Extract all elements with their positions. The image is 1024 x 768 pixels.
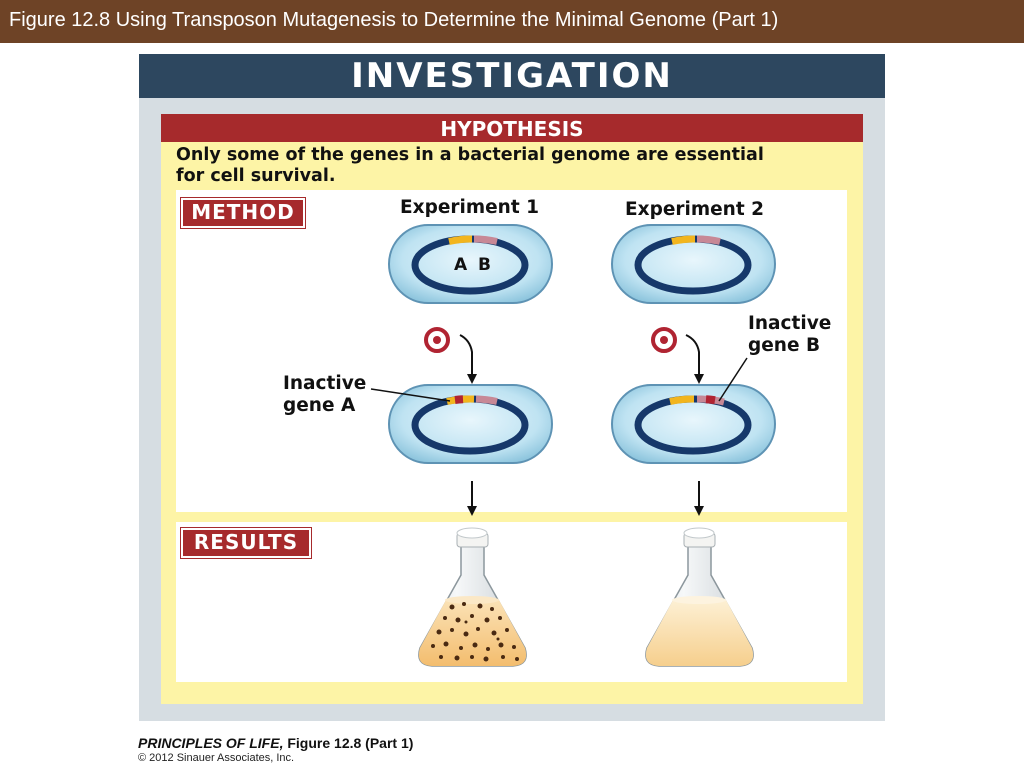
leader-line-gene-a [370,388,451,402]
results-tag: RESULTS [180,527,312,559]
slide-title: Figure 12.8 Using Transposon Mutagenesis… [9,9,779,31]
cell-exp1-before [388,224,553,304]
transposon-insert-a [454,395,464,404]
hypothesis-line-2: for cell survival. [176,166,336,186]
gene-a-label: A [454,255,468,275]
investigation-header: INVESTIGATION [139,54,885,98]
inactive-gene-b-label: Inactive gene B [748,313,831,357]
cell-exp2-before [611,224,776,304]
gene-a-segment [448,235,473,245]
gene-b-label: B [478,255,491,275]
experiment-2-title: Experiment 2 [625,199,764,220]
inactive-gene-b-line-2: gene B [748,335,821,356]
investigation-title: INVESTIGATION [351,56,673,96]
gene-b-segment [473,235,498,245]
inactive-gene-b-line-1: Inactive [748,313,832,334]
flask-exp1-growth [418,527,527,667]
flask-exp2-no-growth [645,527,754,667]
method-tag: METHOD [180,197,306,229]
book-title: PRINCIPLES OF LIFE, [138,735,284,751]
bacterial-colonies [431,602,519,662]
copyright: © 2012 Sinauer Associates, Inc. [138,752,295,764]
inactive-gene-a-label: Inactive gene A [283,373,366,417]
insert-arrow-exp1 [459,334,477,384]
figure-number: Figure 12.8 (Part 1) [283,735,414,751]
method-tag-label: METHOD [191,200,295,224]
hypothesis-text: Only some of the genes in a bacterial ge… [176,145,846,187]
results-tag-label: RESULTS [193,530,299,554]
transposon-icon-exp2 [651,327,677,353]
transposon-insert-b [705,395,716,405]
inactive-gene-a-line-1: Inactive [283,373,367,394]
result-arrow-exp2 [694,481,704,516]
cell-exp1-after [388,384,553,464]
experiment-1-title: Experiment 1 [400,197,539,218]
figure-credit: PRINCIPLES OF LIFE, Figure 12.8 (Part 1) [138,735,413,751]
insert-arrow-exp2 [685,334,704,384]
hypothesis-heading: HYPOTHESIS [440,117,584,141]
hypothesis-bar: HYPOTHESIS [161,114,863,142]
transposon-icon-exp1 [424,327,450,353]
hypothesis-line-1: Only some of the genes in a bacterial ge… [176,145,764,165]
leader-line-gene-b [718,357,748,402]
inactive-gene-a-line-2: gene A [283,395,356,416]
cell-exp2-after [611,384,776,464]
slide-title-bar: Figure 12.8 Using Transposon Mutagenesis… [0,0,1024,43]
result-arrow-exp1 [467,481,477,516]
